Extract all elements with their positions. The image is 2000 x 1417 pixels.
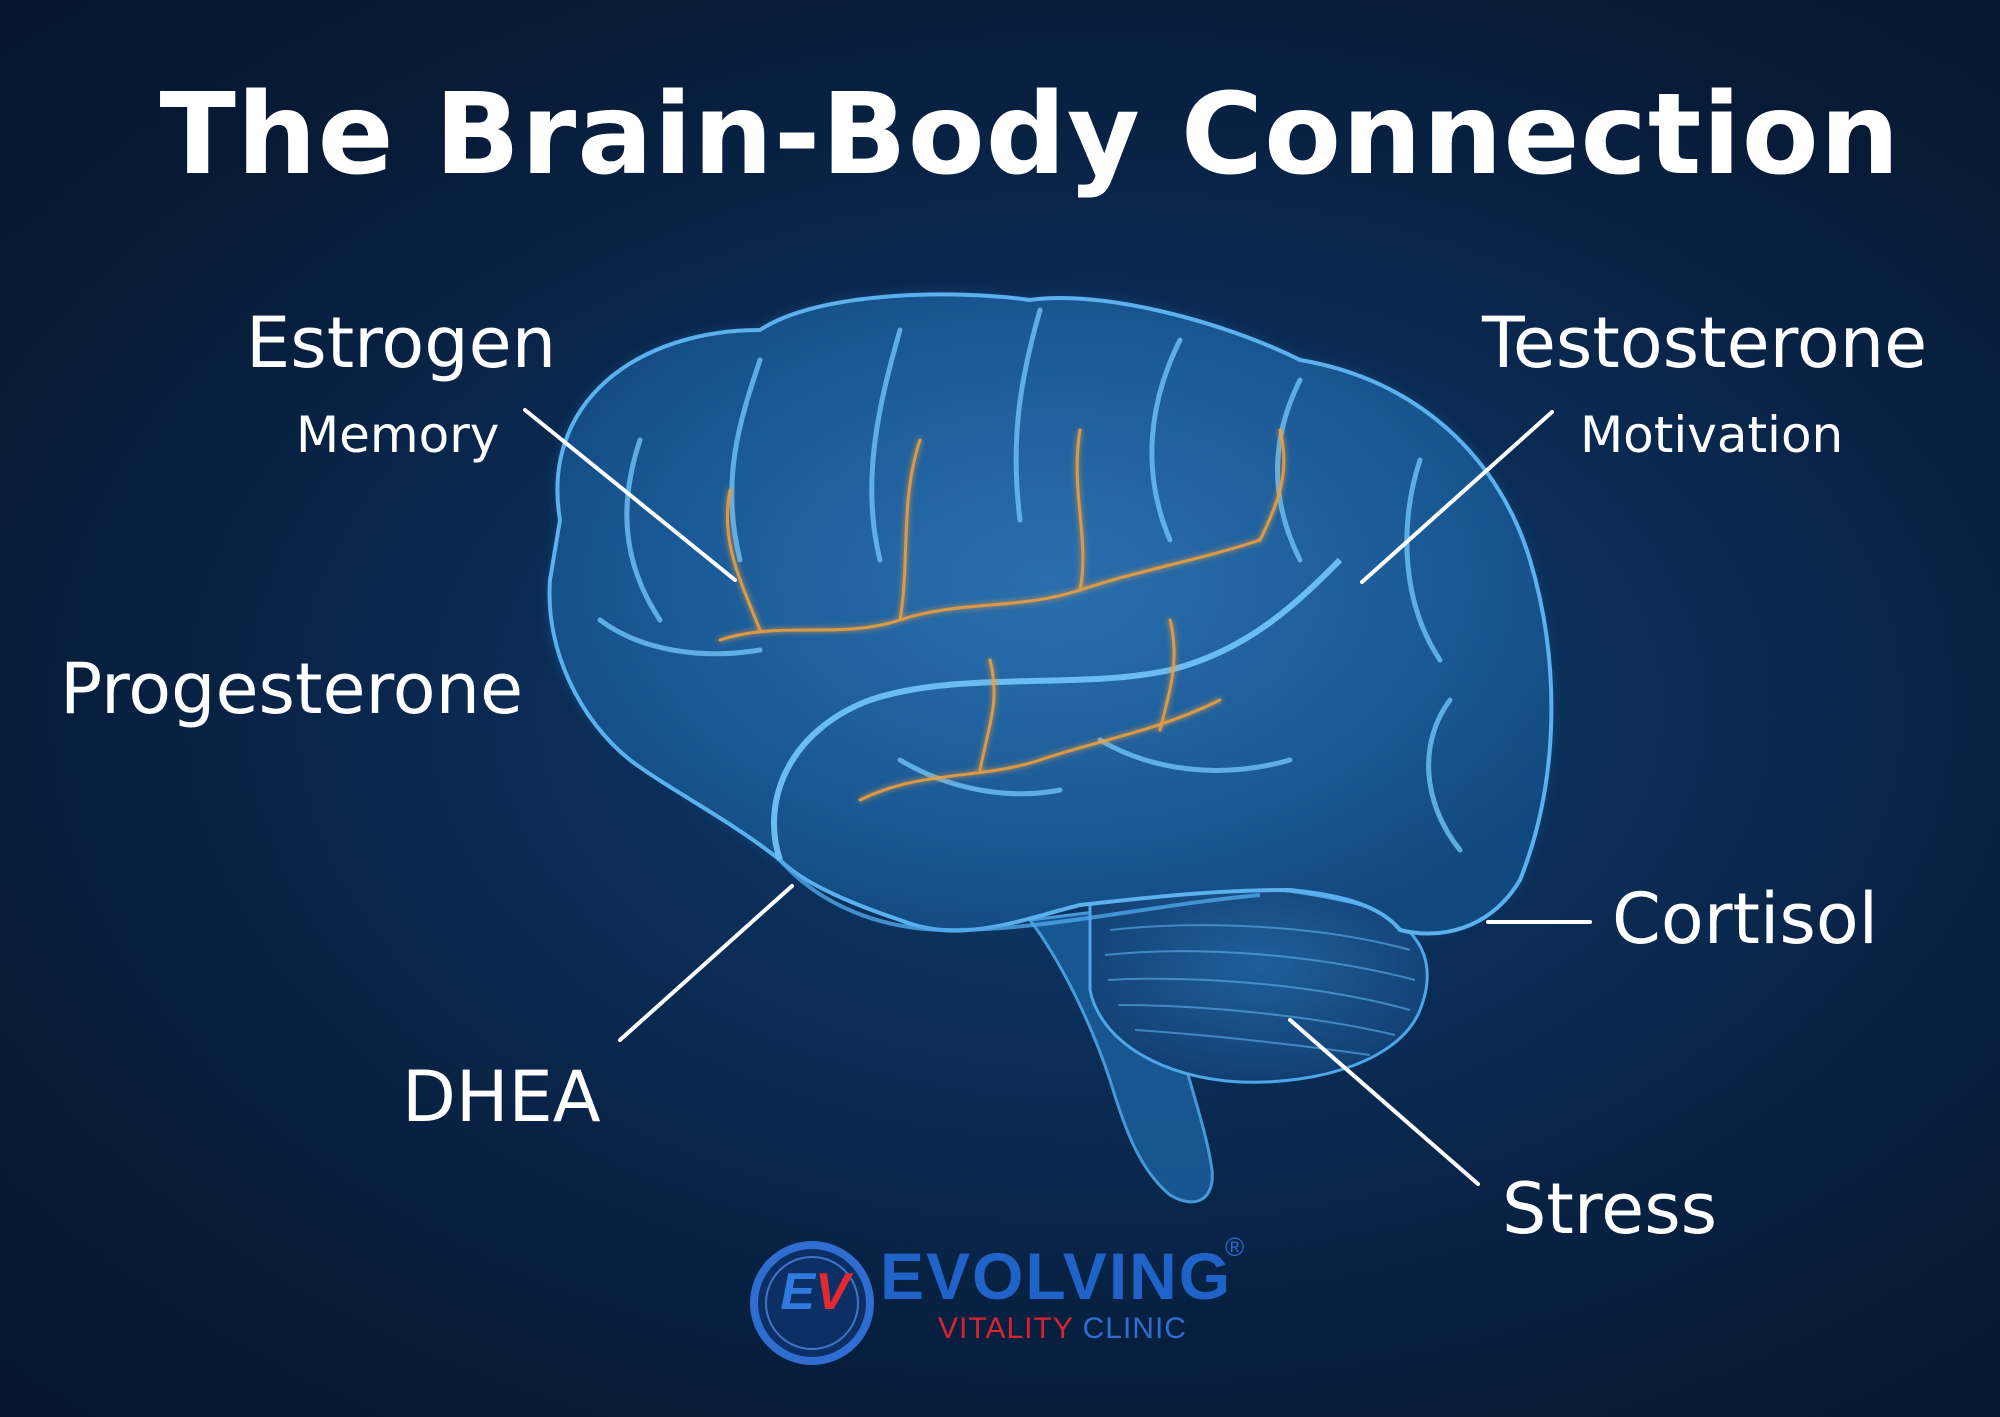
estrogen-label: Estrogen (246, 302, 557, 384)
progesterone-label: Progesterone (60, 648, 524, 730)
logo-registered-mark: ® (1225, 1232, 1245, 1262)
page-title: The Brain-Body Connection (159, 70, 1901, 200)
testosterone-label: Testosterone (1482, 302, 1928, 384)
testosterone-leader (1360, 410, 1554, 584)
logo-name: EVOLVING (880, 1239, 1233, 1313)
dhea-label: DHEA (402, 1056, 601, 1138)
motivation-label: Motivation (1580, 406, 1844, 464)
memory-label: Memory (296, 406, 500, 464)
dhea-leader (618, 884, 794, 1042)
stress-leader (1288, 1018, 1480, 1186)
temporal-lobe (771, 557, 1343, 861)
cerebrum (547, 292, 1554, 936)
stress-label: Stress (1502, 1168, 1718, 1250)
logo-subtitle: VITALITY CLINIC (938, 1312, 1187, 1345)
estrogen-leader (523, 408, 737, 582)
logo-badge-letters: EV (780, 1263, 850, 1321)
logo-badge (750, 1241, 874, 1365)
cortisol-label: Cortisol (1612, 878, 1879, 960)
